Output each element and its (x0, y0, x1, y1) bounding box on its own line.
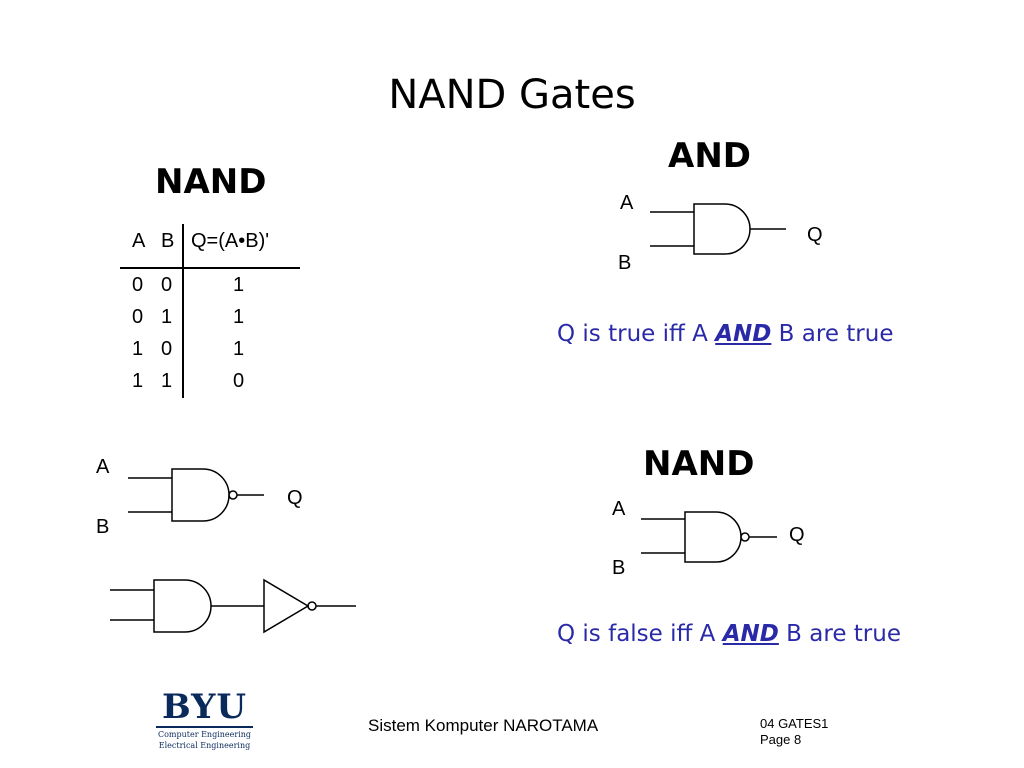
and-caption-post: B are true (771, 321, 894, 347)
nand-right-output-label: Q (789, 524, 805, 546)
nand-caption: Q is false iff A AND B are true (557, 621, 901, 647)
table-cell: 1 (233, 338, 245, 360)
table-cell: 1 (233, 306, 245, 328)
nand-gate-symbol-right (641, 511, 777, 563)
table-cell: 1 (233, 274, 245, 296)
table-cell: 0 (233, 370, 245, 392)
nand-left-input-a-label: A (96, 456, 110, 478)
and-caption: Q is true iff A AND B are true (557, 321, 893, 347)
table-cell: 1 (161, 306, 173, 328)
and-gate-symbol (650, 203, 786, 255)
table-cell: 1 (132, 370, 144, 392)
byu-logo-line2: Electrical Engineering (158, 741, 251, 750)
table-header-b: B (161, 230, 175, 252)
footer-page-info: 04 GATES1 Page 8 (760, 716, 828, 748)
table-cell: 0 (161, 338, 173, 360)
and-not-equivalent-diagram (110, 578, 356, 634)
nand-right-input-b-label: B (612, 557, 626, 579)
table-cell: 0 (132, 306, 144, 328)
byu-logo-wordmark: BYU (161, 687, 248, 727)
byu-logo-rule (156, 726, 253, 728)
and-input-a-label: A (620, 192, 634, 214)
nand-caption-post: B are true (778, 621, 901, 647)
table-cell: 0 (132, 274, 144, 296)
slide-title: NAND Gates (388, 72, 636, 118)
nand-caption-emphasis: AND (722, 621, 779, 647)
table-header-divider (120, 267, 300, 269)
table-cell: 1 (161, 370, 173, 392)
table-header-a: A (132, 230, 146, 252)
nand-gate-symbol-left (128, 468, 264, 522)
table-cell: 0 (161, 274, 173, 296)
nand-caption-pre: Q is false iff A (557, 621, 723, 647)
and-output-label: Q (807, 224, 823, 246)
table-header-q: Q=(A•B)' (191, 230, 270, 252)
footer-page-number: Page 8 (760, 732, 802, 747)
and-heading: AND (668, 136, 751, 176)
table-column-divider (182, 224, 184, 398)
nand-left-input-b-label: B (96, 516, 110, 538)
nand-truth-table: A B Q=(A•B)' 0 0 1 0 1 1 1 0 1 1 1 0 (120, 224, 300, 404)
nand-left-output-label: Q (287, 487, 303, 509)
table-cell: 1 (132, 338, 144, 360)
nand-table-heading: NAND (155, 162, 267, 202)
byu-logo: BYU Computer Engineering Electrical Engi… (152, 690, 257, 754)
nand-right-input-a-label: A (612, 498, 626, 520)
and-caption-emphasis: AND (715, 321, 772, 347)
and-input-b-label: B (618, 252, 632, 274)
byu-logo-line1: Computer Engineering (157, 730, 252, 739)
footer-section: 04 GATES1 (760, 716, 829, 731)
footer-course-title: Sistem Komputer NAROTAMA (368, 716, 599, 735)
nand-right-heading: NAND (643, 444, 755, 484)
and-caption-pre: Q is true iff A (557, 321, 716, 347)
